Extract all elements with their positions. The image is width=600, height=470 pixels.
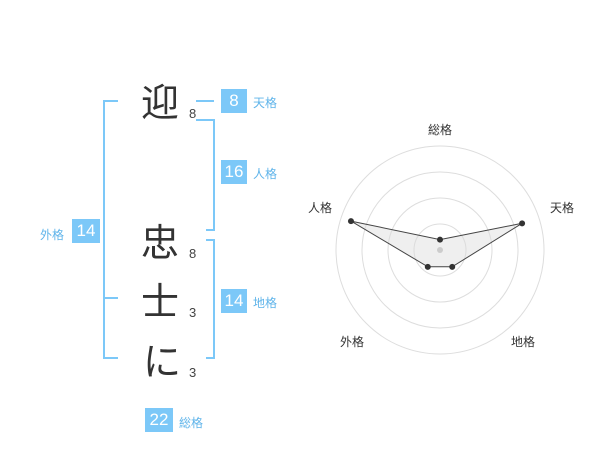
name-char-3: 士 [141,280,180,324]
radar-ring-3 [361,171,519,329]
radar-ring-2 [387,197,493,303]
stroke-count-4: 3 [189,365,197,380]
radar-axis-label-soukaku: 総格 [428,123,453,137]
gaikaku-label: 外格 [40,228,65,242]
jinkaku-bracket [196,119,215,231]
stroke-count-3: 3 [189,305,197,320]
stroke-count-2: 8 [189,246,197,261]
radar-point-3 [449,263,456,270]
name-char-1: 迎 [141,81,180,125]
radar-ring-1 [413,223,467,277]
chikaku-label: 地格 [253,296,278,310]
radar-series-polygon [350,220,523,268]
stroke-count-1: 8 [189,106,197,121]
radar-point-5 [347,218,354,225]
jinkaku-label: 人格 [253,167,278,181]
radar-axis-label-jinkaku: 人格 [308,201,333,215]
soukaku-value: 22 [145,408,173,432]
radar-ring-4 [335,145,545,355]
chikaku-bracket [206,239,215,359]
jinkaku-value: 16 [221,160,247,184]
tenkaku-value: 8 [221,89,247,113]
radar-point-4 [424,263,431,270]
name-char-2: 忠 [141,221,180,265]
radar-point-1 [437,236,443,243]
radar-center-dot [437,247,443,253]
tenkaku-label: 天格 [253,96,278,110]
gaikaku-value: 14 [72,219,100,243]
radar-axis-label-chikaku: 地格 [511,335,536,349]
soukaku-label: 総格 [179,416,204,430]
name-char-4: に [143,340,182,384]
radar-axis-label-gaikaku: 外格 [340,335,365,349]
radar-point-2 [519,220,526,227]
gaikaku-bracket [103,100,118,359]
chikaku-value: 14 [221,289,247,313]
radar-axis-label-tenkaku: 天格 [550,201,575,215]
